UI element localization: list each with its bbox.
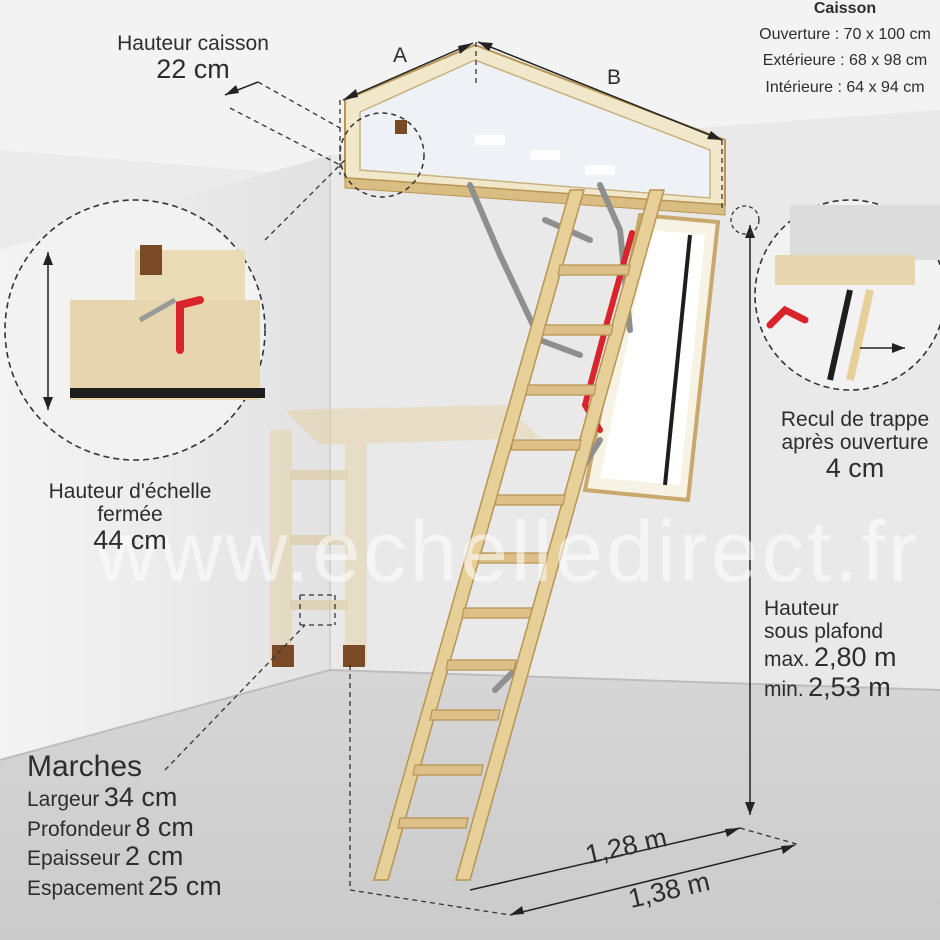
box-height-value: 22 cm [156, 54, 230, 85]
steps-width-value: 34 cm [103, 782, 178, 812]
dimension-lines [224, 41, 796, 916]
dashed-guides [164, 42, 801, 916]
ceiling-min-label: min. [764, 677, 804, 701]
hatch-offset-value: 4 cm [825, 453, 885, 484]
caisson-exterior: Extérieure : 68 x 98 cm [762, 52, 928, 70]
zoom-callout-right [730, 199, 940, 391]
caisson-title: Caisson [813, 0, 877, 17]
ceiling-height-line2: sous plafond [764, 620, 884, 644]
steps-depth-value: 8 cm [135, 811, 194, 842]
caisson-specs: Caisson Ouverture : 70 x 100 cm Extérieu… [740, 0, 940, 96]
zoom-callout-left [4, 112, 425, 461]
ceiling-max-value: 2,80 m [813, 642, 897, 673]
ghost-ladder-foot [272, 645, 294, 667]
hatch-offset-label: Recul de trappe après ouverture 4 cm [770, 408, 940, 484]
dimension-a-label: A [393, 44, 408, 67]
steps-specs: Marches Largeur 34 cm Profondeur 8 cm Ep… [27, 750, 222, 902]
caisson-opening: Ouverture : 70 x 100 cm [759, 25, 931, 43]
dimension-b-label: B [607, 66, 622, 89]
closed-height-line2: fermée [97, 503, 163, 527]
caisson-interior: Intérieure : 64 x 94 cm [765, 78, 925, 96]
ghost-ladder-foot [343, 645, 365, 667]
box-height-label: Hauteur caisson 22 cm [108, 32, 278, 85]
closed-height-label: Hauteur d'échelle fermée 44 cm [30, 480, 230, 556]
ceiling-max-label: max. [764, 648, 810, 672]
ceiling-height-label: Hauteur sous plafond max. 2,80 m min. 2,… [764, 597, 897, 703]
closed-height-line1: Hauteur d'échelle [48, 480, 212, 503]
steps-title: Marches [27, 750, 143, 783]
steps-width-label: Largeur [27, 788, 100, 811]
steps-depth-label: Profondeur [27, 817, 131, 841]
ceiling-height-line1: Hauteur [764, 597, 839, 620]
steps-thickness-value: 2 cm [124, 841, 184, 872]
ladder [373, 189, 665, 881]
steps-spacing-label: Espacement [27, 877, 144, 901]
box-height-title: Hauteur caisson [117, 32, 269, 55]
steps-spacing-value: 25 cm [148, 871, 222, 902]
hatch-offset-line2: après ouverture [781, 431, 929, 455]
ghost-ladder [270, 405, 540, 665]
closed-height-value: 44 cm [93, 525, 167, 556]
ceiling-box [344, 43, 726, 216]
steps-thickness-label: Epaisseur [27, 847, 121, 871]
ceiling-min-value: 2,53 m [808, 671, 891, 702]
watermark-text: www.echelledirect.fr [95, 504, 920, 600]
hatch-panel [582, 212, 721, 503]
hatch-offset-line1: Recul de trappe [780, 408, 930, 431]
